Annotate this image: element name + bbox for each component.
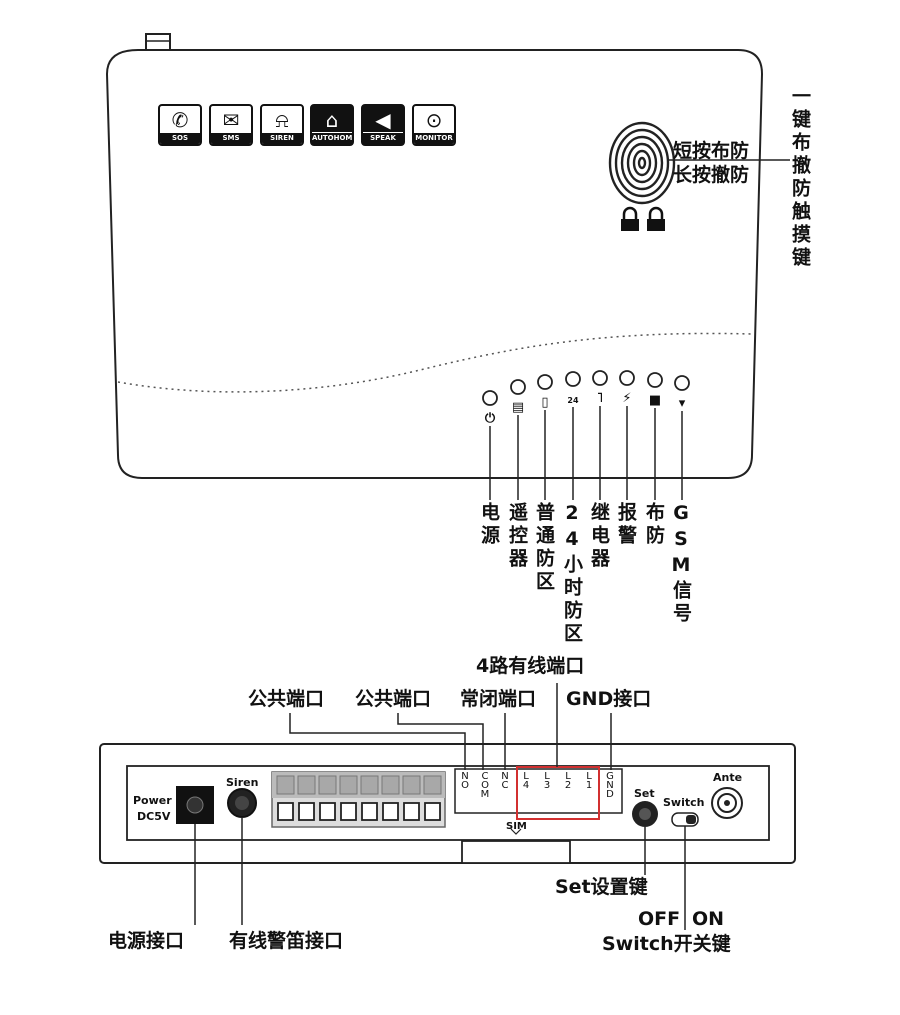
led-3 [565,371,581,387]
remote-icon: ▤ [512,400,524,415]
phone-icon: ✆ [171,108,189,132]
terminal-label-7: GND [606,771,614,800]
terminal-label-0: N O [461,771,469,791]
disarm-long-press-text: 长按撤防 [673,164,750,186]
feature-button-sos: ✆SOS [158,104,202,146]
fingerprint-icon [608,121,676,205]
terminal-screw [318,775,337,795]
led-1 [510,379,526,395]
alarm-bolt-icon: ⚡ [622,391,631,406]
arm-short-press-text: 短按布防 [673,140,750,162]
indicator-label-1: 遥控器 [506,502,528,571]
feature-button-monitor: ⊙MONITOR [412,104,456,146]
terminal-label-5: L 2 [564,771,572,791]
terminal-screw [423,775,442,795]
bell-icon: ⍾ [275,108,289,132]
terminal-hole [277,802,294,821]
led-2 [537,374,553,390]
dc-label: DC5V [137,810,171,823]
feature-button-speak: ◀SPEAK [361,104,405,146]
indicator-label-6: 布防 [643,502,665,548]
power-icon: ⏻ [485,411,496,426]
terminal-label-6: L 1 [585,771,593,791]
on-label: ON [692,908,725,930]
terminal-screw [276,775,295,795]
lock-icon [621,206,665,231]
feature-button-autohome: ⌂AUTOHOME [310,104,354,146]
sim-label: SIM [506,821,527,832]
set-key-label: Set设置键 [555,876,648,898]
24h-icon: 24 [567,396,579,405]
wired-zone-highlight [516,766,600,820]
terminal-label-2: N C [501,771,509,791]
indicator-leds: ⏻ ▤ ▯ 24 ˥ ⚡ ■ ▾ [482,370,690,500]
led-7 [674,375,690,391]
indicator-label-3: 24小时防区 [561,502,583,646]
feature-label: SIREN [262,133,302,144]
relay-icon: ˥ [597,391,604,406]
ear-icon: ⊙ [425,108,443,132]
siren-label: Siren [226,776,259,789]
speaker-icon: ◀ [375,108,391,132]
envelope-icon: ✉ [222,108,240,132]
feature-label: AUTOHOME [312,132,354,144]
terminal-screw [360,775,379,795]
four-wired-port-label: 4路有线端口 [476,655,585,677]
feature-label: MONITOR [414,133,454,144]
power-label: Power [133,794,172,807]
switch-key-label: Switch开关键 [602,933,731,955]
terminal-hole [424,802,441,821]
ante-label: Ante [713,771,743,784]
power-port-label: 电源接口 [108,930,185,952]
terminal-screw [297,775,316,795]
terminal-label-4: L 3 [543,771,551,791]
terminal-screw [402,775,421,795]
signal-icon: ▾ [679,396,686,411]
terminal-label-1: COM [480,771,490,800]
nc-port-label: 常闭端口 [460,688,537,710]
off-label: OFF [638,908,681,930]
leader-lines [194,683,686,930]
terminal-hole [340,802,357,821]
feature-label: SOS [160,133,200,144]
lock-icon: ■ [649,393,661,408]
terminal-hole [298,802,315,821]
sim-slot [461,840,571,864]
house-icon: ⌂ [325,108,339,132]
indicator-label-4: 继电器 [588,502,610,571]
led-5 [619,370,635,386]
feature-label: SMS [211,133,251,144]
indicator-label-7: GSM信号 [670,502,692,626]
led-6 [647,372,663,388]
terminal-hole [319,802,336,821]
terminal-label-3: L 4 [522,771,530,791]
terminal-screw [339,775,358,795]
set-label: Set [634,787,655,800]
common-port-label-2: 公共端口 [355,688,432,710]
feature-label: SPEAK [363,132,403,144]
terminal-label-strip [454,768,623,814]
terminal-hole [361,802,378,821]
indicator-label-2: 普通防区 [533,502,555,594]
siren-port-label: 有线警笛接口 [229,930,344,952]
switch-label: Switch [663,796,705,809]
feature-button-sms: ✉SMS [209,104,253,146]
terminal-screw [381,775,400,795]
terminal-hole [403,802,420,821]
led-4 [592,370,608,386]
terminal-hole [382,802,399,821]
indicator-label-5: 报警 [615,502,637,548]
indicator-label-0: 电源 [478,502,500,548]
gnd-port-label: GND接口 [566,688,652,710]
sensor-icon: ▯ [541,395,548,410]
touch-key-label: 一键布撤防触摸键 [789,86,811,270]
antenna-stub [145,33,171,52]
feature-button-siren: ⍾SIREN [260,104,304,146]
led-0 [482,390,498,406]
common-port-label-1: 公共端口 [248,688,325,710]
